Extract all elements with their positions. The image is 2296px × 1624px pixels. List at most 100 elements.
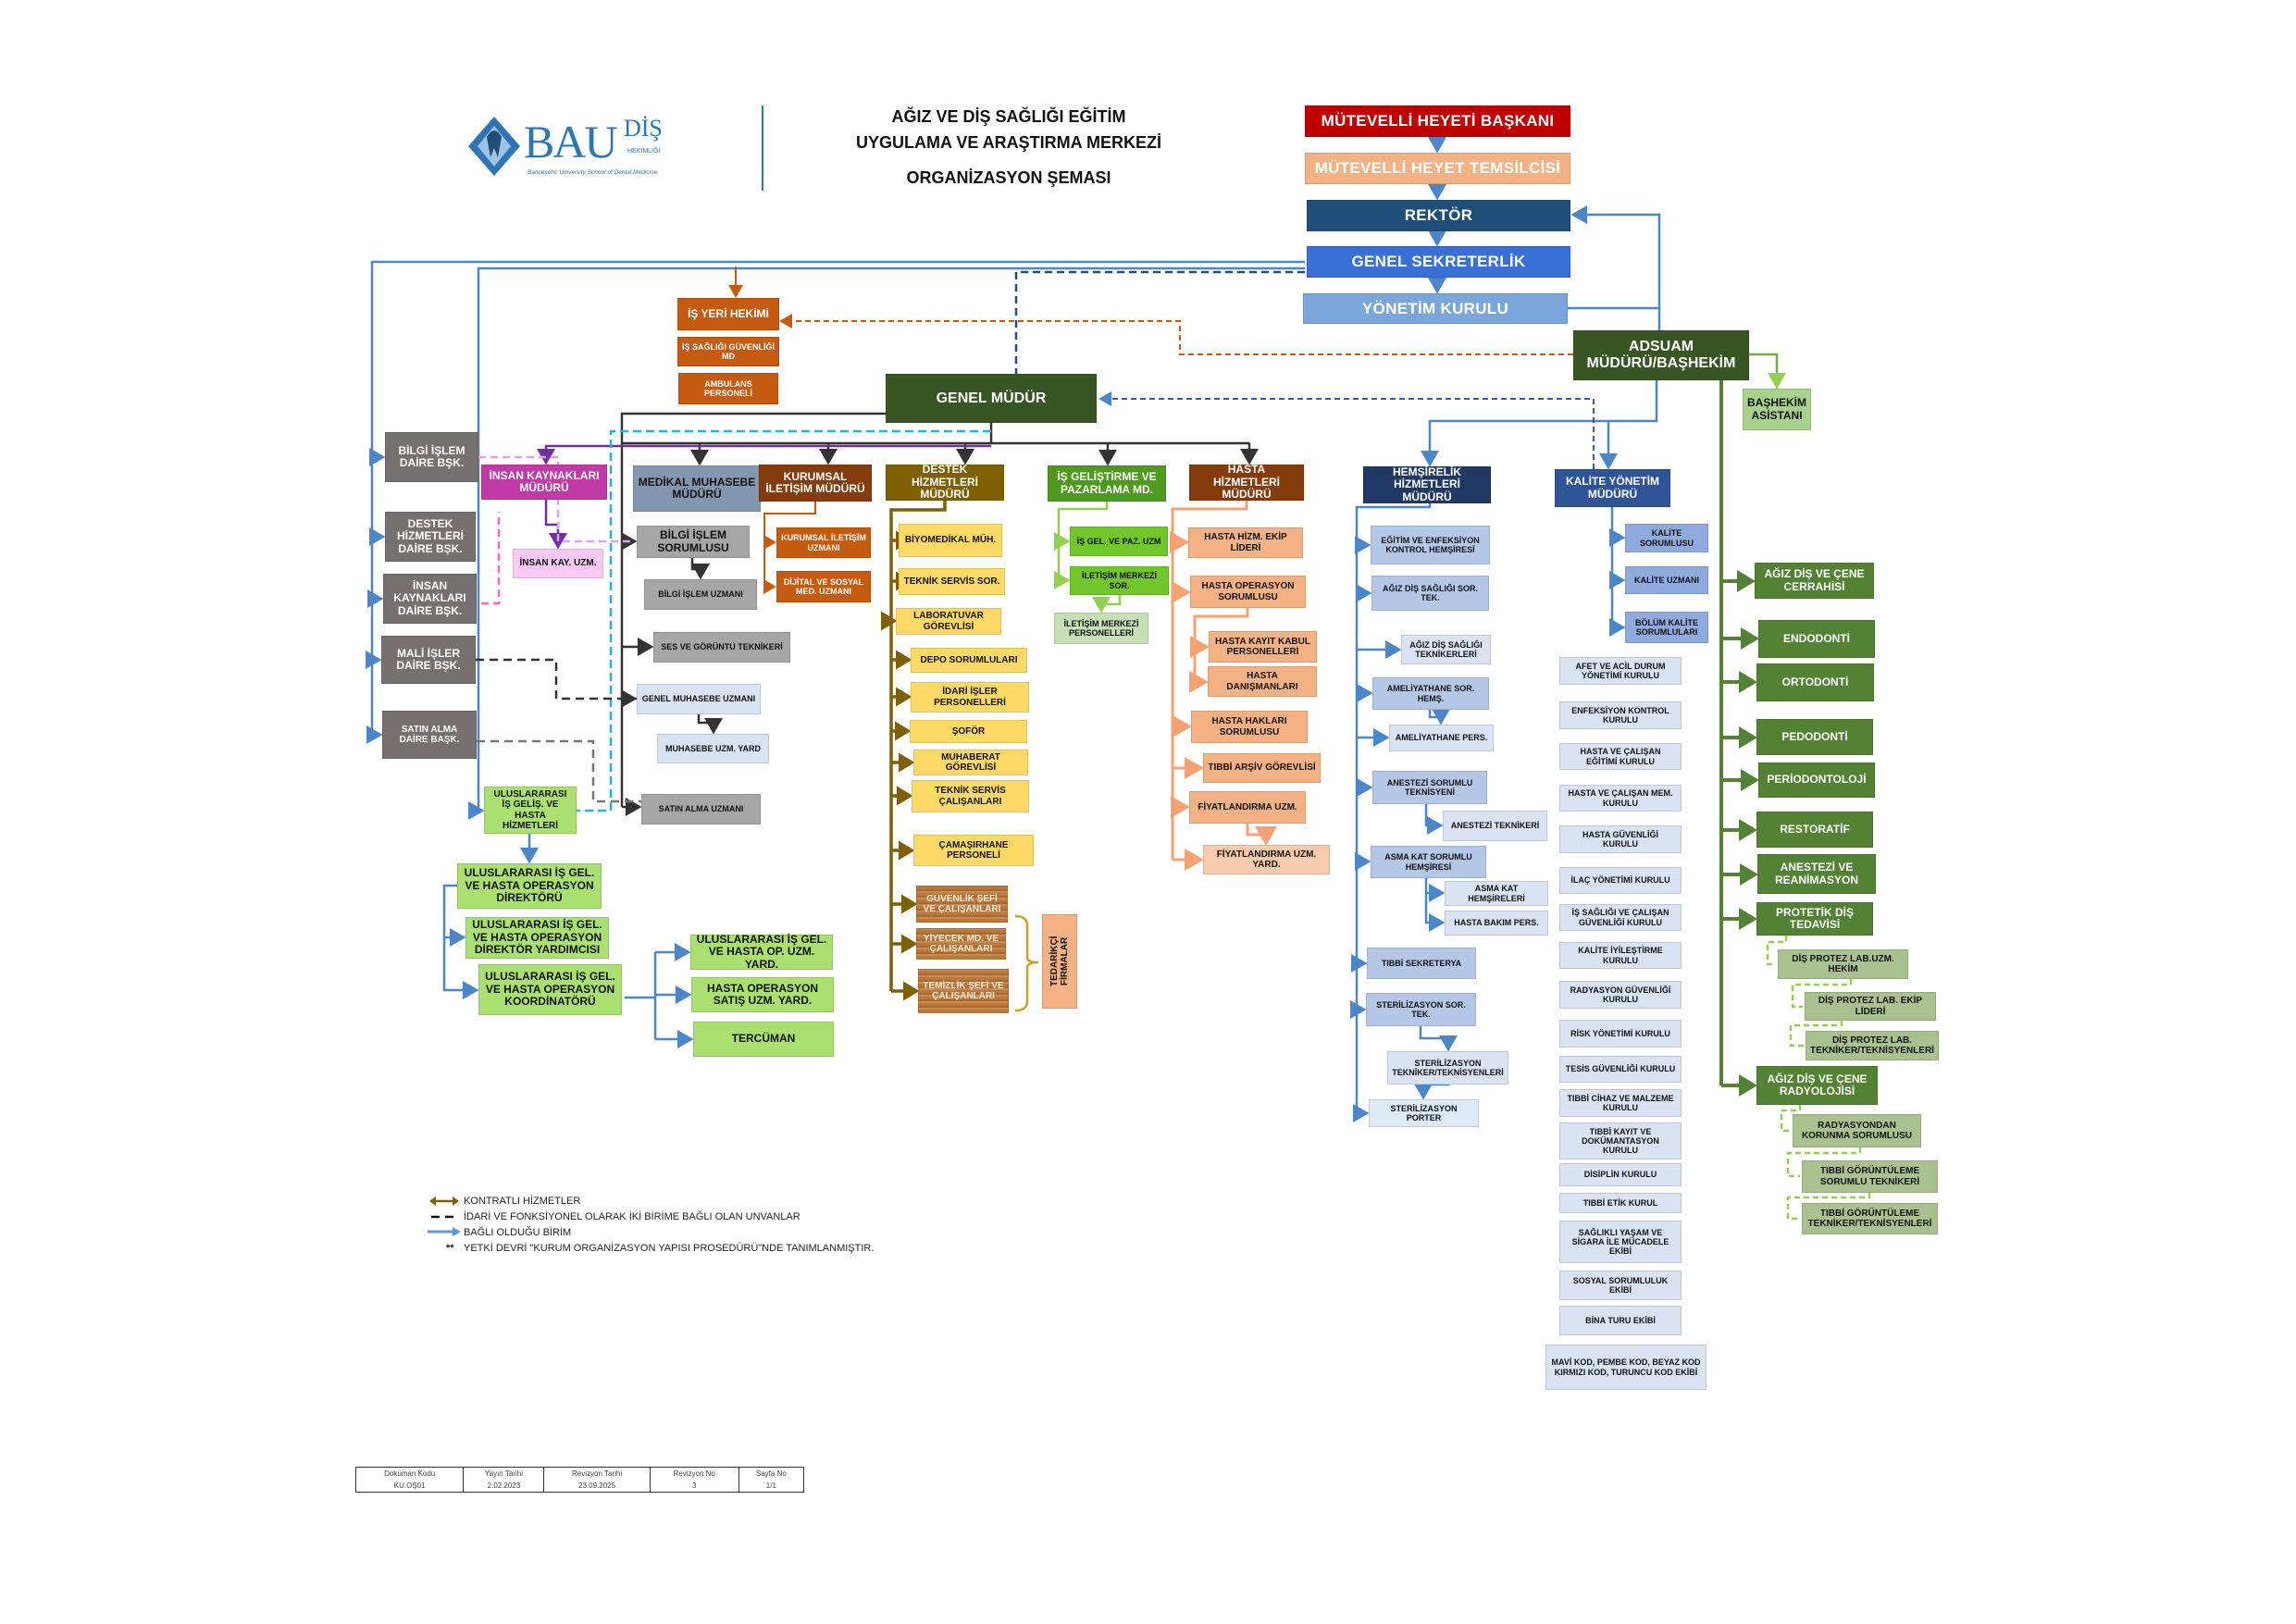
logo-brand-sub: DİŞ (624, 115, 663, 142)
footer-value: 23.09.2025 (543, 1480, 651, 1493)
org-node-sofor: ŞOFÖR (910, 720, 1027, 743)
committee-label: İLAÇ YÖNETİMİ KURULU (1570, 875, 1670, 886)
committee-label: BİNA TURU EKİBİ (1585, 1315, 1656, 1325)
org-node-label: TEKNİK SERVİS SOR. (903, 576, 1000, 587)
org-node-kaluzm: KALİTE UZMANI (1625, 566, 1708, 594)
org-node-guvenlik: GÜVENLİK ŞEFİ VE ÇALIŞANLARI (916, 886, 1008, 923)
org-node-lab: LABORATUVAR GÖREVLİSİ (896, 608, 1001, 635)
org-node-label: BİLGİ İŞLEM SORUMLUSU (657, 528, 729, 554)
org-node-label: DİŞ PROTEZ LAB.UZM. HEKİM (1792, 953, 1894, 974)
org-node-label: TEDARİKÇİ FİRMALAR (1049, 936, 1070, 987)
org-node-label: HASTA DANIŞMANLARI (1226, 671, 1298, 692)
org-node-label: YÖNETİM KURULU (1361, 299, 1509, 317)
org-node-biyomed: BİYOMEDİKAL MÜH. (899, 524, 1002, 557)
org-node-label: ADSUAM MÜDÜRÜ/BAŞHEKİM (1586, 339, 1736, 371)
org-node-kim: KURUMSAL İLETİŞİM MÜDÜRÜ (759, 465, 872, 502)
org-node-label: İLETİŞİM MERKEZİ SOR. (1082, 571, 1157, 590)
org-node-anestezi: ANESTEZİ VE REANİMASYON (1757, 854, 1876, 894)
org-node-ses: SES VE GÖRÜNTÜ TEKNİKERİ (653, 632, 790, 663)
org-node-tedarikci: TEDARİKÇİ FİRMALAR (1042, 914, 1077, 1009)
committee-label: KALİTE İYİLEŞTİRME KURULU (1578, 946, 1663, 965)
org-node-label: AMELİYATHANE PERS. (1395, 733, 1488, 743)
org-node-sekreterya: TIBBİ SEKRETERYA (1367, 948, 1476, 979)
org-node-hossatis: HASTA OPERASYON SATIŞ UZM. YARD. (691, 977, 834, 1012)
committee-box: BİNA TURU EKİBİ (1559, 1306, 1682, 1335)
org-node-label: KALİTE YÖNETİM MÜDÜRÜ (1565, 475, 1660, 501)
org-node-cerrahi: AĞIZ DİŞ VE ÇENE CERRAHİSİ (1755, 563, 1874, 599)
org-node-saluzm: SATIN ALMA UZMANI (641, 794, 761, 824)
org-node-label: PEDODONTİ (1781, 729, 1848, 743)
legend-item-note: YETKİ DEVRİ "KURUM ORGANİZASYON YAPISI P… (464, 1243, 875, 1254)
org-node-label: TERCÜMAN (731, 1032, 796, 1046)
bau-logo: BAU DİŞ HEKİMLİĞİ Bahçeşehir University … (466, 113, 679, 181)
org-node-label: İNSAN KAY. UZM. (519, 558, 597, 569)
org-node-labekip: DİŞ PROTEZ LAB. EKİP LİDERİ (1805, 992, 1936, 1021)
org-node-tercuman: TERCÜMAN (693, 1022, 834, 1057)
org-node-genmuh: GENEL MUHASEBE UZMANI (637, 684, 761, 714)
committee-label: RİSK YÖNETİMİ KURULU (1570, 1028, 1670, 1038)
org-node-label: HASTA HAKLARI SORUMLUSU (1211, 716, 1287, 738)
org-node-label: MEDİKAL MUHASEBE MÜDÜRÜ (638, 475, 756, 501)
org-node-radkor: RADYASYONDAN KORUNMA SORUMLUSU (1793, 1114, 1921, 1147)
org-node-pedo: PEDODONTİ (1756, 719, 1873, 755)
org-node-arsiv: TIBBİ ARŞİV GÖREVLİSİ (1203, 753, 1321, 783)
org-node-tgsor: TIBBİ GÖRÜNTÜLEME SORUMLU TEKNİKERİ (1802, 1160, 1938, 1193)
committee-box: DİSİPLİN KURULU (1559, 1163, 1682, 1186)
org-node-biuzm: BİLGİ İŞLEM UZMANI (644, 579, 757, 610)
org-node-label: AĞIZ DİŞ VE ÇENE RADYOLOJİSİ (1767, 1072, 1868, 1097)
org-node-uidiryard: ULUSLARARASI İŞ GEL. VE HASTA OPERASYON … (465, 917, 609, 959)
org-node-label: HASTA OPERASYON SORUMLUSU (1201, 581, 1295, 602)
org-node-tekcal: TEKNİK SERVİS ÇALIŞANLARI (912, 780, 1029, 812)
org-node-orto: ORTODONTİ (1756, 663, 1874, 701)
org-node-label: BAŞHEKİM ASİSTANI (1747, 396, 1807, 422)
org-node-label: ULUSLARARASI İŞ GEL. VE HASTA OPERASYON … (485, 970, 615, 1009)
org-node-teksor: TEKNİK SERVİS SOR. (899, 568, 1005, 595)
org-node-label: İŞ GEL. VE PAZ. UZM (1076, 536, 1161, 546)
org-node-bolkal: BÖLÜM KALİTE SORUMLULARI (1625, 612, 1708, 643)
org-node-label: ANESTEZİ TEKNİKERİ (1450, 821, 1540, 831)
committee-label: AFET VE ACİL DURUM YÖNETİMİ KURULU (1575, 661, 1666, 680)
org-node-label: ASMA KAT HEMŞİRELERİ (1468, 884, 1525, 903)
org-node-label: GENEL SEKRETERLİK (1351, 253, 1526, 271)
legend-item-dual-unit: İDARİ VE FONKSİYONEL OLARAK İKİ BİRİME B… (464, 1211, 800, 1222)
org-node-label: KURUMSAL İLETİŞİM UZMANI (781, 533, 866, 552)
org-node-yiyecek: YİYECEK MD. VE ÇALIŞANLARI (916, 928, 1006, 960)
committee-box: ENFEKSİYON KONTROL KURULU (1559, 701, 1682, 729)
org-node-gensek: GENEL SEKRETERLİK (1307, 246, 1570, 278)
org-node-ikdb: İNSAN KAYNAKLARI DAİRE BŞK. (383, 574, 477, 624)
org-node-label: BİLGİ İŞLEM UZMANI (658, 589, 743, 600)
org-node-haklar: HASTA HAKLARI SORUMLUSU (1191, 711, 1308, 743)
org-node-label: FİYATLANDIRMA UZM. (1198, 801, 1297, 812)
committee-box: TIBBİ CİHAZ VE MALZEME KURULU (1559, 1089, 1682, 1117)
org-node-label: İNSAN KAYNAKLARI DAİRE BŞK. (393, 578, 466, 617)
org-node-hossor: HASTA OPERASYON SORUMLUSU (1190, 576, 1306, 608)
org-node-amsor: AMELİYATHANE SOR. HEMŞ. (1372, 677, 1489, 710)
committee-box: RİSK YÖNETİMİ KURULU (1559, 1020, 1682, 1048)
org-node-label: EĞİTİM VE ENFEKSİYON KONTROL HEMŞİRESİ (1381, 535, 1480, 554)
committee-label: SOSYAL SORUMLULUK EKİBİ (1572, 1275, 1669, 1295)
org-node-yk: YÖNETİM KURULU (1303, 293, 1568, 324)
document-info-table: Doküman Kodu Yayın Tarihi Revizyon Tarih… (354, 1467, 805, 1493)
org-node-uikoor: ULUSLARARASI İŞ GEL. VE HASTA OPERASYON … (478, 964, 622, 1015)
asterisk-icon: ** (446, 1243, 454, 1254)
footer-header: Doküman Kodu (354, 1467, 465, 1480)
committee-label: HASTA VE ÇALIŞAN MEM. KURULU (1568, 788, 1673, 808)
org-node-idari: İDARİ İŞLER PERSONELLERİ (911, 682, 1029, 713)
org-node-rektor: REKTÖR (1307, 200, 1570, 231)
committee-box: RADYASYON GÜVENLİĞİ KURULU (1559, 981, 1682, 1009)
org-node-label: TEKNİK SERVİS ÇALIŞANLARI (935, 786, 1006, 807)
org-node-label: DESTEK HİZMETLERİ DAİRE BŞK. (397, 516, 464, 555)
org-node-label: İDARİ İŞLER PERSONELLERİ (934, 687, 1006, 708)
org-node-label: ULUSLARARASI İŞ GELİŞ. VE HASTA HİZMETLE… (493, 789, 567, 831)
org-node-label: YİYECEK MD. VE ÇALIŞANLARI (923, 933, 999, 954)
org-node-hhekip: HASTA HİZM. EKİP LİDERİ (1188, 527, 1303, 558)
org-node-label: BÖLÜM KALİTE SORUMLULARI (1635, 617, 1698, 637)
org-node-porter: STERİLİZASYON PORTER (1369, 1099, 1479, 1127)
committee-label: SAĞLIKLI YAŞAM VE SİGARA İLE MÜCADELE EK… (1571, 1227, 1669, 1257)
org-node-genmudur: GENEL MÜDÜR (886, 374, 1097, 423)
committee-box: SAĞLIKLI YAŞAM VE SİGARA İLE MÜCADELE EK… (1559, 1221, 1682, 1263)
org-node-label: AĞIZ DİŞ SAĞLIĞI SOR. TEK. (1382, 583, 1478, 602)
org-node-label: HASTA HİZMETLERİ MÜDÜRÜ (1213, 463, 1280, 502)
org-node-label: ENDODONTİ (1783, 631, 1850, 645)
